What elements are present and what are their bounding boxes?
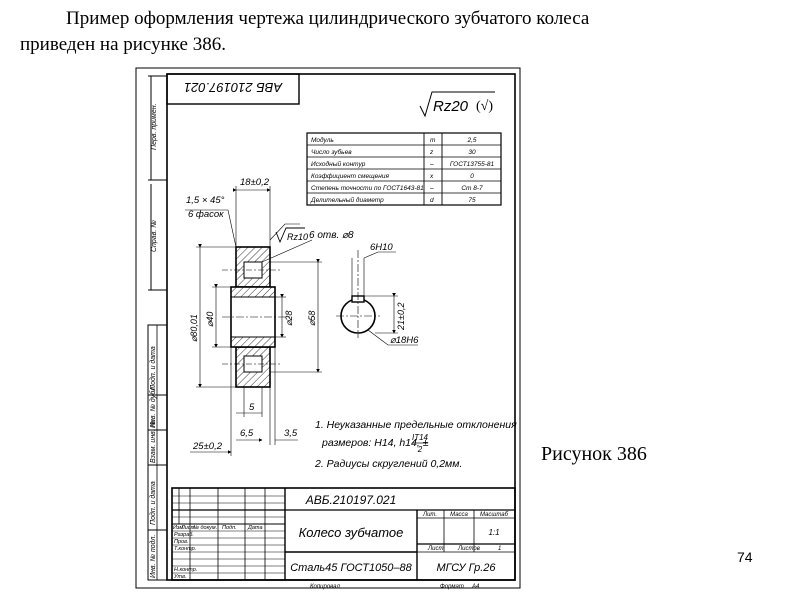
roughness-local: Rz10 xyxy=(275,227,308,244)
param-row: Число зубьев xyxy=(311,148,352,156)
listov-value: 1 xyxy=(498,546,501,552)
param-sym: – xyxy=(429,185,434,192)
param-val: ГОСТ13755-81 xyxy=(450,161,495,168)
param-sym: – xyxy=(429,161,434,168)
col-data: Дата xyxy=(247,525,263,531)
col-list: Лист xyxy=(427,546,443,552)
dim-d58: ⌀58 xyxy=(307,311,317,326)
dimension-lines xyxy=(185,186,322,456)
dim-width-top: 18±0,2 xyxy=(240,177,270,188)
param-sym: d xyxy=(430,197,434,204)
col-lit: Лит. xyxy=(422,512,437,518)
organization: МГСУ Гр.26 xyxy=(436,562,496,574)
dim-d28: ⌀28 xyxy=(284,311,294,326)
title-block xyxy=(171,487,516,581)
param-row: Модуль xyxy=(311,136,334,144)
param-row: Коэффициент смещения xyxy=(311,173,389,180)
bore-side-view xyxy=(336,250,418,346)
dim-6-5: 6,5 xyxy=(240,428,254,439)
note-2: 2. Радиусы скруглений 0,2мм. xyxy=(314,458,462,470)
col-podp: Подп. xyxy=(222,525,237,531)
top-stamp-text: АВБ 210197.021 xyxy=(184,80,283,95)
param-val: 75 xyxy=(468,197,476,204)
heading-line-2: приведен на рисунке 386. xyxy=(20,34,226,55)
param-row: Исходный контур xyxy=(311,160,366,168)
row-tkontr: Т.контр. xyxy=(174,546,196,552)
heading: Пример оформления чертежа цилиндрическог… xyxy=(20,6,790,58)
note-1b: размеров: Н14, h14, ± xyxy=(321,437,429,449)
dim-kdim: 21±0,2 xyxy=(396,303,406,331)
col-izm: Изм. xyxy=(173,525,185,531)
note-fraction-top: IT14 xyxy=(412,433,429,442)
side-label-inv-podl: Инв. № подл. xyxy=(149,535,157,578)
format-value: А4 xyxy=(471,584,480,590)
roughness-general-text: Rz20 xyxy=(433,98,469,115)
side-label-inv-dubl: Инв. № дубл. xyxy=(149,385,157,428)
roughness-local-text: Rz10 xyxy=(287,232,308,242)
row-razrab: Разраб. xyxy=(174,532,194,538)
gear-section-view xyxy=(222,246,290,388)
top-stamp-box xyxy=(166,73,300,105)
param-sym: z xyxy=(429,149,434,156)
col-ndokum: № докум. xyxy=(193,525,217,531)
col-masshtab: Масштаб xyxy=(480,512,509,518)
dim-chamfer-count: 6 фасок xyxy=(188,209,224,220)
param-sym: x xyxy=(429,173,434,180)
material: Сталь45 ГОСТ1050–88 xyxy=(290,562,412,574)
dim-5: 5 xyxy=(249,402,255,413)
param-row: Степень точности по ГОСТ1643-81 xyxy=(311,185,424,192)
side-label-vzam-inv: Взам. инв. № xyxy=(150,419,157,463)
note-1: 1. Неуказанные предельные отклонения xyxy=(315,419,517,431)
note-fraction-bottom: 2 xyxy=(417,445,423,454)
side-label-perv-primen: Перв. примен. xyxy=(151,103,158,150)
dim-d40: ⌀40 xyxy=(205,312,215,327)
param-row: Делительный диаметр xyxy=(310,196,384,204)
param-val: 0 xyxy=(470,173,474,180)
heading-line-1: Пример оформления чертежа цилиндрическог… xyxy=(66,8,590,29)
dim-d-outer: ⌀80,01 xyxy=(189,314,199,342)
side-label-sprav: Справ. № xyxy=(151,220,158,252)
row-nkontr: Н.контр. xyxy=(174,567,197,573)
param-val: 2,5 xyxy=(466,137,476,144)
page-number: 74 xyxy=(737,549,753,565)
dim-holes: 6 отв. ⌀8 xyxy=(309,230,354,241)
dim-3-5: 3,5 xyxy=(284,428,298,439)
row-utv: Утв. xyxy=(173,574,187,580)
side-label-podp-data-1: Подп. и дата xyxy=(149,346,157,390)
part-name: Колесо зубчатое xyxy=(299,525,404,540)
dim-bore: ⌀18Н6 xyxy=(390,335,419,346)
col-listov: Листов xyxy=(457,546,480,552)
param-val: 30 xyxy=(468,149,476,156)
side-label-podp-data-2: Подп. и дата xyxy=(149,481,157,525)
kopiroval: Копировал xyxy=(310,584,340,590)
row-prov: Пров. xyxy=(174,539,189,545)
doc-code: АВБ.210197.021 xyxy=(305,493,397,507)
dim-keyway: 6Н10 xyxy=(370,242,393,253)
format-label: Формат xyxy=(440,584,464,590)
figure-caption: Рисунок 386 xyxy=(541,443,647,465)
col-massa: Масса xyxy=(450,512,468,518)
title-block-text: АВБ.210197.021 Колесо зубчатое Сталь45 Г… xyxy=(173,493,509,590)
param-val: Ст 8-7 xyxy=(461,185,483,192)
col-list-2: Лист xyxy=(180,525,196,531)
scale-value: 1:1 xyxy=(488,528,499,537)
dim-chamfer: 1,5 × 45° xyxy=(186,195,225,206)
parameters-table: Модуль m 2,5 Число зубьев z 30 Исходный … xyxy=(306,132,502,206)
roughness-general: Rz20 (√) xyxy=(419,91,495,118)
roughness-paren-icon: (√) xyxy=(476,99,493,114)
drawing-notes: 1. Неуказанные предельные отклонения раз… xyxy=(314,419,517,470)
param-sym: m xyxy=(430,137,436,144)
dim-25: 25±0,2 xyxy=(192,441,223,452)
left-margin-strip: Перв. примен. Справ. № Подп. и дата Инв.… xyxy=(147,75,168,581)
